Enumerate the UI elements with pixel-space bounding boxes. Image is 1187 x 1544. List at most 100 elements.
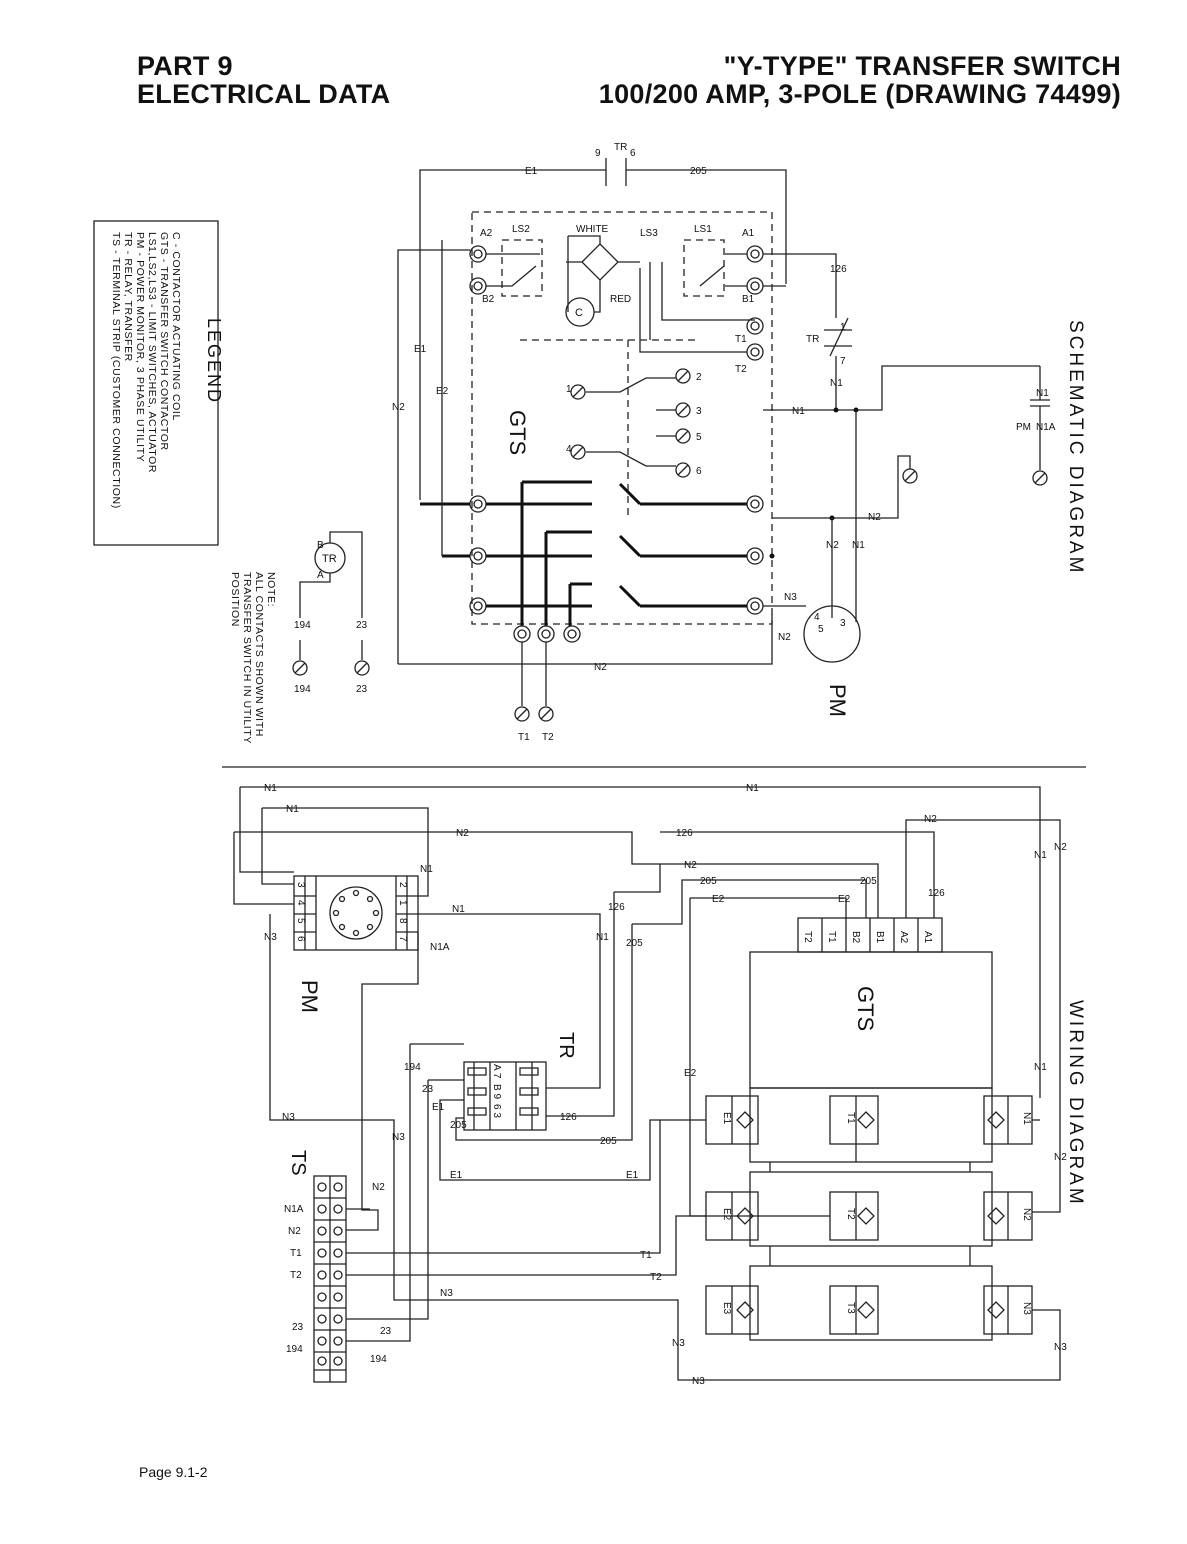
w205-top-label: 205: [690, 166, 707, 177]
t2-out-label: T2: [542, 732, 554, 743]
red-label: RED: [610, 294, 631, 305]
wd-n1-e-label: N1: [596, 932, 609, 943]
white-label: WHITE: [576, 224, 609, 235]
ts-t1-label: T1: [290, 1248, 302, 1259]
e1-top-label: E1: [525, 166, 538, 177]
tr-nc-label: TR: [806, 334, 819, 345]
t1-term-label: T1: [735, 334, 747, 345]
wd-194-a-label: 194: [404, 1062, 421, 1073]
wd-e2-b-label: E2: [838, 894, 851, 905]
t1-out-label: T1: [518, 732, 530, 743]
n1-mid-label: N1: [792, 406, 805, 417]
lug-n3-label: N3: [1021, 1302, 1032, 1315]
ls3-label: LS3: [640, 228, 658, 239]
term-194-label: 194: [294, 684, 311, 695]
w126-label: 126: [830, 264, 847, 275]
tr-row-1: A 7: [491, 1064, 502, 1079]
a2-label: A2: [480, 228, 493, 239]
wd-126-b-label: 126: [928, 888, 945, 899]
auxiliary-contacts: 1 2 3 5 4 6: [566, 368, 702, 478]
power-monitor-symbol: [803, 605, 861, 663]
wd-n1-d-label: N1: [452, 904, 465, 915]
pm-pin-3: 3: [295, 882, 306, 888]
wd-n1a-label: N1A: [430, 942, 450, 953]
tr-contact-label: TR: [614, 142, 627, 153]
document-title: "Y-TYPE" TRANSFER SWITCH: [723, 51, 1121, 81]
wd-126-d-label: 126: [560, 1112, 577, 1123]
n1-pm-label: N1: [852, 540, 865, 551]
wd-e1-c-label: E1: [432, 1102, 445, 1113]
wire-194-label: 194: [294, 620, 311, 631]
tr-b-label: B: [317, 540, 324, 551]
legend-box: LEGEND C - CONTACTOR ACTUATING COIL GTS …: [93, 220, 224, 546]
pm-pin-2: 2: [397, 882, 408, 888]
pm-pin-6: 6: [295, 936, 306, 942]
pm-pin-4: 4: [295, 900, 306, 906]
wd-205-a-label: 205: [700, 876, 717, 887]
legend-item-c: C - CONTACTOR ACTUATING COIL: [170, 232, 182, 421]
c9-label: 9: [595, 148, 601, 159]
wd-n3-a-label: N3: [264, 932, 277, 943]
gts-term-a2: A2: [898, 931, 909, 944]
b2-label: B2: [482, 294, 495, 305]
legend-item-gts: GTS - TRANSFER SWITCH CONTACTOR: [158, 232, 170, 451]
wd-e2-a-label: E2: [712, 894, 725, 905]
ts-t2-label: T2: [290, 1270, 302, 1281]
wd-205-c-label: 205: [626, 938, 643, 949]
top-terminals: A2 B2 A1 B1 T1 T2: [469, 228, 764, 375]
page-number: Page 9.1-2: [139, 1464, 208, 1480]
wd-n1-b-label: N1: [286, 804, 299, 815]
pm-pin5-label: 5: [818, 624, 824, 635]
tr-relay: [463, 1061, 547, 1131]
wd-e1-b-label: E1: [450, 1170, 463, 1181]
pm-wiring-label: PM: [297, 980, 322, 1013]
aux-2-label: 2: [696, 372, 702, 383]
wd-23-b-label: 23: [380, 1326, 392, 1337]
gts-term-a1: A1: [922, 931, 933, 944]
note: NOTE: ALL CONTACTS SHOWN WITH TRANSFER S…: [229, 572, 277, 744]
gts-term-t2: T2: [802, 931, 813, 943]
pm-pin3-label: 3: [840, 618, 846, 629]
schematic-title: SCHEMATIC DIAGRAM: [1065, 320, 1086, 575]
terminal-194-icon: [292, 660, 308, 676]
document-subtitle: 100/200 AMP, 3-POLE (DRAWING 74499): [598, 79, 1121, 109]
ts-terminal-strip: [313, 1175, 347, 1383]
wd-n2-ts-label: N2: [372, 1182, 385, 1193]
gts-enclosure: [471, 211, 773, 625]
n2-left-label: N2: [392, 402, 405, 413]
ts-23-label: 23: [292, 1322, 304, 1333]
wd-t2-label: T2: [650, 1272, 662, 1283]
pm-pin-7: 7: [397, 936, 408, 942]
aux-5-label: 5: [696, 432, 702, 443]
wd-t1-label: T1: [640, 1250, 652, 1261]
tr-a-label: A: [317, 570, 324, 581]
ts-n2-label: N2: [288, 1226, 301, 1237]
ts-wiring-label: TS: [287, 1150, 309, 1176]
header-right: "Y-TYPE" TRANSFER SWITCH 100/200 AMP, 3-…: [599, 52, 1121, 108]
pm-pin-1: 1: [397, 900, 408, 906]
tr-row-2: B 9: [491, 1084, 502, 1099]
gts-schematic-label: GTS: [505, 410, 530, 455]
n2-lamp-label: N2: [868, 512, 881, 523]
wd-205-e-label: 205: [450, 1120, 467, 1131]
term-23-label: 23: [356, 684, 368, 695]
note-line-2: ALL CONTACTS SHOWN WITH: [253, 572, 265, 737]
legend-title: LEGEND: [204, 318, 224, 404]
wd-n3-d-label: N3: [440, 1288, 453, 1299]
wd-205-b-label: 205: [860, 876, 877, 887]
wiring-title: WIRING DIAGRAM: [1065, 1000, 1086, 1207]
header-left: PART 9 ELECTRICAL DATA: [137, 52, 391, 108]
nc-7-label: 7: [840, 356, 846, 367]
part-label: PART 9: [137, 51, 233, 81]
wd-e2-c-label: E2: [684, 1068, 697, 1079]
aux-3-label: 3: [696, 406, 702, 417]
tr-coil-symbol: TR B A 23 194 23 194: [292, 531, 370, 695]
main-poles: T1 T2: [420, 480, 764, 743]
wd-n1-left-label: N1: [264, 783, 277, 794]
wd-n2-right-label: N2: [1054, 842, 1067, 853]
ls1-label: LS1: [694, 224, 712, 235]
wd-n1-right-label: N1: [1034, 850, 1047, 861]
legend-item-tr: TR - RELAY, TRANSFER: [122, 232, 134, 362]
pm-pin4-label: 4: [814, 612, 820, 623]
